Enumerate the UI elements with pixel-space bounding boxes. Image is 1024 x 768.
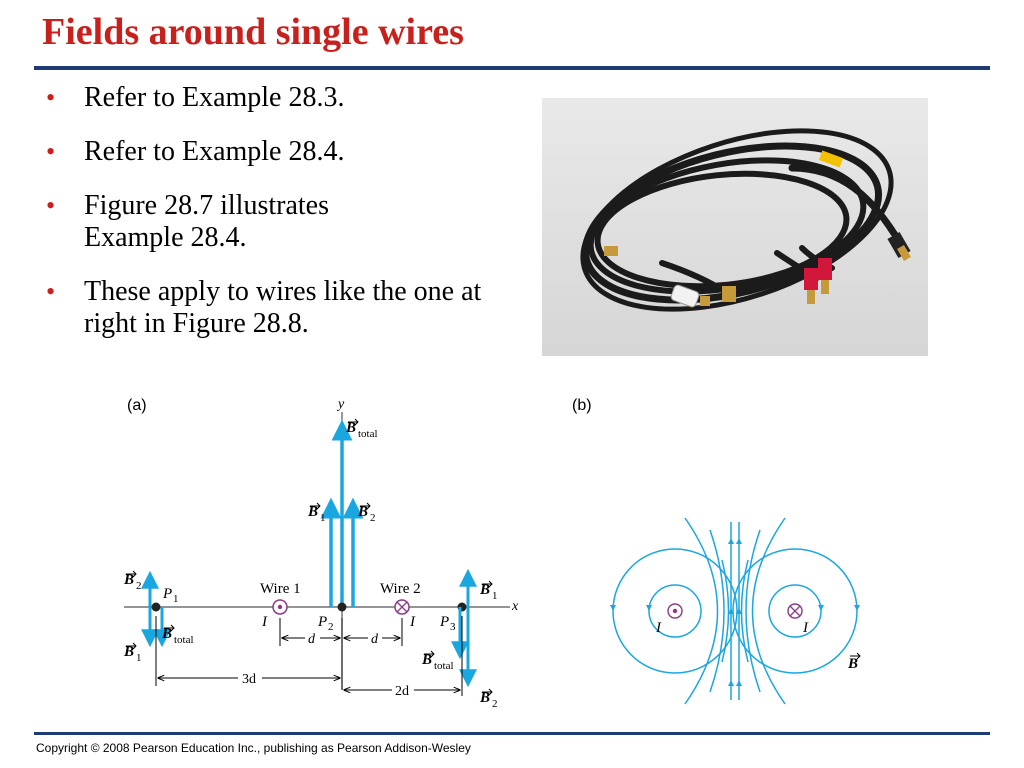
svg-text:B: B [847,656,858,672]
svg-text:3: 3 [450,621,456,633]
field-lines [610,517,860,705]
bullet-icon: • [46,137,56,166]
dimension-lines [155,616,463,696]
bullet-text: Refer to Example 28.4. [84,136,345,167]
bullet-text: These apply to wires like the one at rig… [84,276,482,339]
b2-label-p3: B 2 [479,688,498,710]
b-total-label-p3: B total [421,650,454,672]
x-axis-label: x [511,599,519,614]
bullet-list: • Refer to Example 28.3. • Refer to Exampl… [42,82,512,362]
wire1-label: Wire 1 [260,581,301,597]
svg-text:B: B [421,652,432,668]
wire-into-cross [789,605,801,617]
bullet-text: Figure 28.7 illustrates Example 28.4. [84,190,329,253]
svg-text:total: total [174,634,194,646]
svg-text:2: 2 [370,512,376,524]
svg-text:B: B [479,690,490,706]
dim-3d: 3d [242,672,256,687]
wire-out-dot [672,608,678,614]
title-divider [34,66,990,70]
p2-label: P 2 [317,614,334,633]
wire1-current-label: I [261,614,268,630]
svg-text:2: 2 [136,580,142,592]
svg-text:2: 2 [328,621,334,633]
b-total-label: B total [345,418,378,440]
field-diagram: (a) x y B total B 1 B 2 B 2 B 1 B total [123,397,861,710]
p3-label: P 3 [439,614,456,633]
copyright-text: Copyright © 2008 Pearson Education Inc.,… [36,741,471,755]
dim-2d: 2d [395,684,409,699]
b1-label-p3: B 1 [479,580,498,602]
dim-d-left: d [308,632,316,647]
point-p1 [151,602,161,612]
bullet-icon: • [46,191,56,220]
slide-title: Fields around single wires [42,11,464,53]
right-current-label: I [802,620,809,636]
point-p2 [337,602,347,612]
svg-text:1: 1 [136,652,142,664]
svg-text:P: P [317,614,327,630]
panel-b-label: (b) [572,397,592,414]
panel-a-label: (a) [127,397,147,414]
svg-text:2: 2 [492,698,498,710]
b2-label-p1: B 2 [123,570,142,592]
svg-text:1: 1 [492,590,498,602]
dim-d-right: d [371,632,379,647]
b-total-label-p1: B total [161,624,194,646]
svg-text:1: 1 [320,512,326,524]
bullet-icon: • [46,277,56,306]
wire2-current-label: I [409,614,416,630]
bullet-item: • Refer to Example 28.3. [42,82,512,114]
svg-text:B: B [357,504,368,520]
svg-text:B: B [123,644,134,660]
y-axis-label: y [336,397,345,412]
svg-text:P: P [439,614,449,630]
svg-text:1: 1 [173,593,179,605]
bullet-item: • Refer to Example 28.4. [42,136,512,168]
svg-text:B: B [479,582,490,598]
b1-label-p1: B 1 [123,642,142,664]
svg-text:B: B [307,504,318,520]
svg-text:B: B [161,626,172,642]
wire2-label: Wire 2 [380,581,421,597]
cable-photo [542,98,928,356]
b1-label-p2: B 1 [307,502,326,524]
left-current-label: I [655,620,662,636]
p1-label: P 1 [162,586,179,605]
svg-text:P: P [162,586,172,602]
svg-text:total: total [358,428,378,440]
b-field-label: B [847,652,861,672]
bullet-item: • These apply to wires like the one at ri… [42,276,514,340]
wire2-cross [396,601,408,613]
svg-text:total: total [434,660,454,672]
wire1-dot [277,604,283,610]
svg-text:B: B [123,572,134,588]
bullet-item: • Figure 28.7 illustrates Example 28.4. [42,190,424,254]
b2-label-p2: B 2 [357,502,376,524]
bullet-text: Refer to Example 28.3. [84,82,345,113]
footer-divider [34,732,990,735]
bullet-icon: • [46,83,56,112]
svg-text:B: B [345,420,356,436]
